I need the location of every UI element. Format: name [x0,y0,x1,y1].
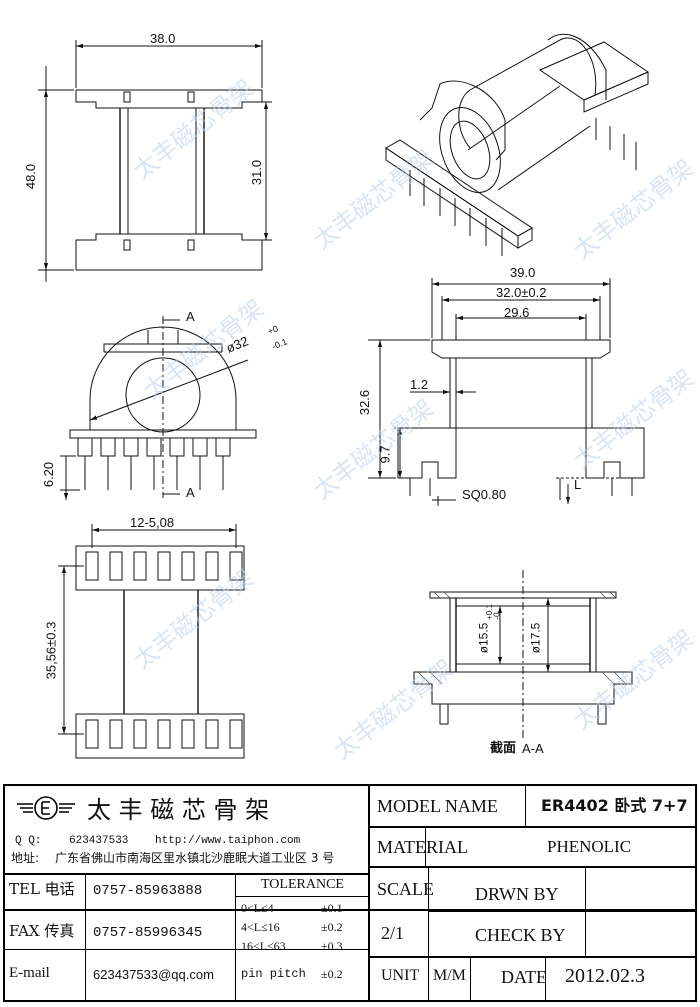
dim-top-width: 38.0 [150,31,176,46]
company-logo-icon [17,796,75,820]
address-text: 广东省佛山市南海区里水镇北沙鹿眠大道工业区 3 号 [55,851,335,865]
fax-label: FAX 传真 [9,922,75,940]
tol-range-2: 4<L≤16 [241,920,280,934]
front-view [368,278,645,506]
dim-32: 32.0±0.2 [496,285,547,300]
company-name: 太 丰 磁 芯 骨 架 [87,796,270,824]
technical-drawing [38,33,650,759]
dim-39: 39.0 [510,265,536,280]
dim-pitch: 12-5,08 [130,515,175,530]
tol-range-1: 0<L≤4 [241,901,274,915]
unit-value: M/M [433,967,466,984]
section-caption: A-A [522,741,544,756]
title-block: 太 丰 磁 芯 骨 架 Q Q: 623437533 http://www.ta… [3,784,697,1002]
side-view [60,316,257,500]
scale-value: 2/1 [381,923,405,943]
tol-range-4: pin pitch [241,967,306,981]
dim-29: 29.6 [504,305,530,320]
material-value: PHENOLIC [547,837,632,856]
dim-32-6: 32.6 [357,389,373,416]
date-label: DATE [501,967,547,987]
dim-9-7: 9.7 [377,445,393,464]
model-name-value: ER4402 卧式 7+7 [541,796,688,815]
tel-number: 0757-85963888 [93,883,203,899]
dim-top-height: 48.0 [23,163,39,190]
dim-section-d15-tol-lower: -0 [492,612,502,620]
address-label: 地址: [11,851,40,865]
date-value: 2012.02.3 [565,965,645,987]
isometric-view [385,33,650,256]
model-name-label: MODEL NAME [377,796,498,816]
tol-value-3: ±0.3 [321,939,343,953]
scale-label: SCALE [377,879,435,899]
top-view [38,40,272,282]
website-link[interactable]: http://www.taiphon.com [155,835,301,847]
unit-label: UNIT [381,967,420,984]
email-address[interactable]: 623437533@qq.com [93,967,214,982]
qq-number: 623437533 [69,835,129,847]
dim-span: 35,56±0.3 [43,621,59,680]
section-mark-top: A [186,309,195,324]
tol-value-4: ±0.2 [321,967,343,981]
tol-range-3: 16<L≤63 [241,939,286,953]
drawn-by-label: DRWN BY [475,884,559,904]
material-label: MATERIAL [377,837,468,857]
dim-pin-sq: SQ0.80 [462,487,507,502]
section-view [413,570,633,740]
dim-section-d15: ø15.5 [476,622,491,654]
dim-L: L [574,477,582,492]
dim-pin-height: 6.20 [41,461,57,488]
check-by-label: CHECK BY [475,925,566,945]
bottom-view [58,524,245,759]
tol-value-2: ±0.2 [321,920,343,934]
tol-value-1: ±0.1 [321,901,343,915]
dim-section-d17: ø17.5 [528,622,543,654]
tel-label: TEL 电话 [9,880,75,898]
dim-top-inner: 31.0 [249,159,265,186]
tolerance-title: TOLERANCE [261,877,344,892]
section-mark-bottom: A [186,485,195,500]
email-label: E-mail [9,965,50,981]
qq-label: Q Q: [15,835,42,847]
fax-number: 0757-85996345 [93,925,203,941]
dim-1-2: 1.2 [410,377,429,392]
section-caption-cn: 截面 [490,741,517,756]
